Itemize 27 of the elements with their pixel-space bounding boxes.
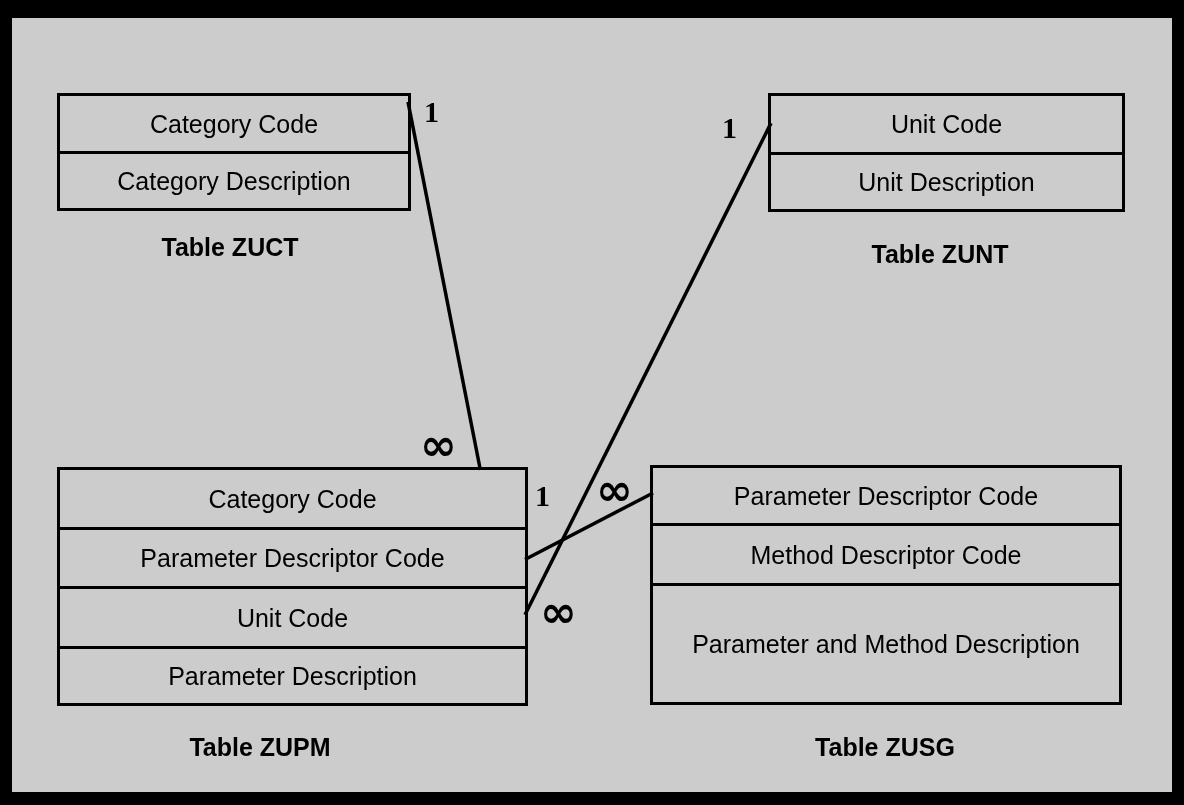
table-field: Method Descriptor Code — [653, 526, 1119, 586]
entity-table — [57, 467, 528, 706]
table-field: Parameter Descriptor Code — [60, 530, 525, 589]
table-field: Parameter Description — [60, 649, 525, 703]
table-field: Category Description — [60, 154, 408, 208]
table-title: Table ZUSG — [815, 733, 955, 762]
table-field: Parameter and Method Description — [653, 586, 1119, 702]
cardinality-label: ∞ — [420, 423, 457, 467]
table-field: Unit Code — [771, 96, 1122, 155]
cardinality-label: 1 — [535, 481, 550, 511]
table-title: Table ZUCT — [161, 233, 299, 262]
table-field: Unit Description — [771, 155, 1122, 209]
cardinality-label: ∞ — [596, 468, 633, 512]
table-field: Category Code — [60, 96, 408, 154]
table-field: Parameter Descriptor Code — [653, 468, 1119, 526]
entity-table — [650, 465, 1122, 705]
table-field: Unit Code — [60, 589, 525, 649]
table-field: Category Code — [60, 470, 525, 530]
table-title: Table ZUPM — [189, 733, 331, 762]
cardinality-label: 1 — [722, 113, 737, 143]
entity-table — [57, 93, 411, 211]
relationship-line — [523, 122, 773, 616]
cardinality-label: ∞ — [540, 590, 577, 634]
table-title: Table ZUNT — [871, 240, 1009, 269]
entity-table — [768, 93, 1125, 212]
cardinality-label: 1 — [424, 97, 439, 127]
relationship-line — [524, 491, 654, 562]
